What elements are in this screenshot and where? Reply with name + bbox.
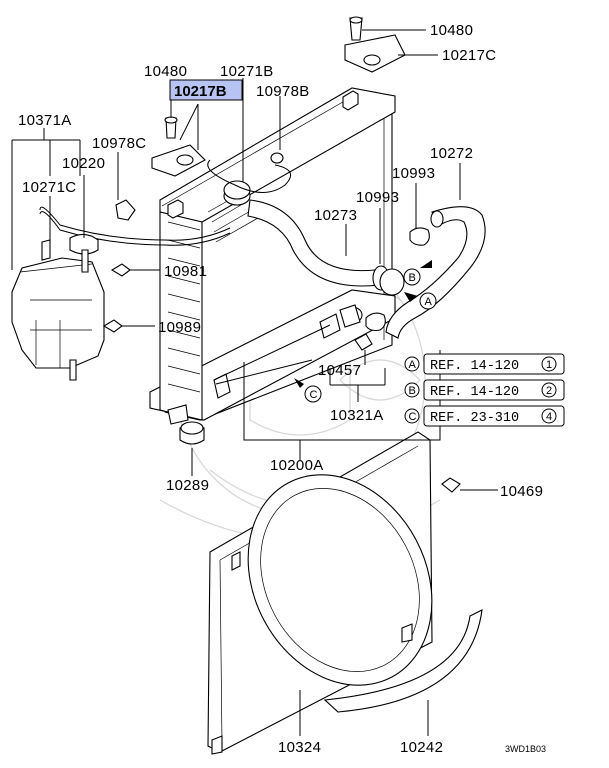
- diagram-code: 3WD1B03: [505, 744, 546, 754]
- callout-10289: 10289: [166, 477, 209, 494]
- upper-hose: [247, 199, 405, 296]
- arrow-marker-c: C: [304, 385, 322, 403]
- svg-text:A: A: [425, 296, 433, 308]
- callout-10981: 10981: [164, 263, 207, 280]
- clip-10978B: [270, 152, 284, 164]
- callout-10993-top: 10993: [392, 165, 435, 182]
- clamp-10993-top: [409, 227, 430, 246]
- bolt-10469: [441, 477, 461, 493]
- ref-text-b: REF. 14-120: [430, 385, 519, 400]
- callout-10989: 10989: [158, 319, 201, 336]
- callout-10993-mid: 10993: [356, 189, 399, 206]
- lower-hose: [385, 206, 486, 339]
- clamp-10993-mid: [365, 312, 386, 332]
- svg-text:C: C: [310, 389, 318, 401]
- callout-10457: 10457: [318, 362, 361, 379]
- fan-shroud: [207, 431, 433, 755]
- radiator-cap: [223, 180, 251, 206]
- callout-10271B: 10271B: [220, 63, 274, 80]
- svg-text:B: B: [409, 272, 416, 284]
- callout-10272: 10272: [430, 145, 473, 162]
- callout-labels: 10480 10217C 10480 10271B 10217B 10978B …: [18, 22, 543, 756]
- bolt-10989: [102, 319, 123, 333]
- callout-10271C: 10271C: [22, 179, 76, 196]
- callout-10220: 10220: [62, 155, 105, 172]
- clip-10978C: [115, 199, 136, 221]
- callout-10321A: 10321A: [330, 407, 384, 424]
- outlet-pipe: [339, 304, 363, 328]
- arrow-marker-b: B: [403, 268, 421, 286]
- callout-10480-top: 10480: [430, 22, 473, 39]
- callout-10978C: 10978C: [92, 135, 146, 152]
- overflow-hose: [39, 159, 292, 246]
- svg-text:4: 4: [546, 411, 552, 423]
- bracket-10217B: [151, 116, 206, 177]
- callout-10217B: 10217B: [174, 83, 227, 100]
- svg-text:B: B: [409, 385, 416, 397]
- reference-row-c[interactable]: C REF. 23-310 4: [404, 405, 565, 427]
- ref-text-c: REF. 23-310: [430, 411, 519, 426]
- callout-10324: 10324: [278, 739, 321, 756]
- callout-10480-left: 10480: [144, 63, 187, 80]
- callout-10469: 10469: [500, 483, 543, 500]
- callout-10242: 10242: [400, 739, 443, 756]
- reference-row-b[interactable]: B REF. 14-120 2: [404, 379, 565, 401]
- callout-10273: 10273: [314, 207, 357, 224]
- reservoir-tank: [11, 233, 105, 381]
- callout-10371A: 10371A: [18, 112, 72, 129]
- svg-text:1: 1: [546, 359, 552, 371]
- highlight-box: [169, 79, 243, 101]
- svg-text:C: C: [409, 411, 417, 423]
- bracket-10217C: [344, 16, 406, 73]
- callout-10200A: 10200A: [270, 457, 324, 474]
- svg-text:2: 2: [546, 385, 552, 397]
- svg-text:A: A: [409, 359, 417, 371]
- drain-plug-10457: [354, 333, 373, 351]
- reference-arrows: [294, 260, 432, 388]
- bolt-10981: [110, 263, 131, 277]
- callout-10217C: 10217C: [442, 47, 496, 64]
- reference-row-a[interactable]: A REF. 14-120 1: [404, 353, 565, 375]
- fan-shroud-lower: [323, 609, 483, 713]
- grommet-10289: [179, 421, 205, 445]
- callout-10978B: 10978B: [256, 83, 310, 100]
- ref-text-a: REF. 14-120: [430, 359, 519, 374]
- arrow-marker-a: A: [419, 292, 437, 310]
